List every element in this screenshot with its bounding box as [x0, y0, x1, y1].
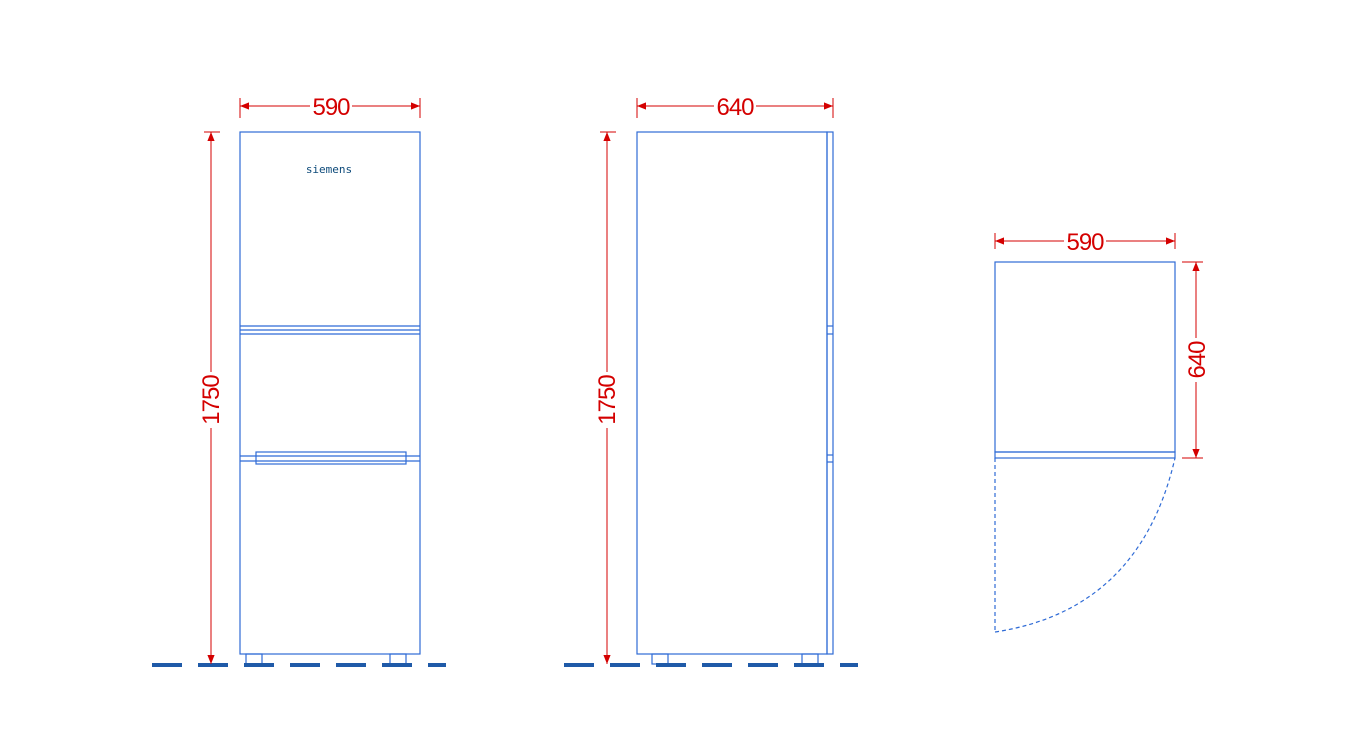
top-width-label: 590: [1066, 229, 1104, 256]
side-foot-right: [801, 653, 819, 665]
front-brand-logo: siemens: [306, 163, 352, 176]
side-width-dimension: 640: [636, 94, 834, 121]
front-height-label: 1750: [198, 375, 225, 425]
top-body: [994, 261, 1176, 453]
front-foot-left: [245, 653, 263, 665]
top-door: [994, 451, 1176, 459]
top-depth-label: 640: [1184, 341, 1211, 379]
front-view: siemens: [239, 131, 421, 665]
side-foot-left: [651, 653, 669, 665]
front-body: [239, 131, 421, 655]
side-width-label: 640: [716, 94, 754, 121]
side-door-profile: [826, 131, 834, 655]
front-foot-right: [389, 653, 407, 665]
top-door-swing-arc: [994, 457, 1176, 633]
top-view: [994, 261, 1176, 633]
front-width-label: 590: [312, 94, 350, 121]
side-view: [636, 131, 834, 665]
side-height-dimension: 1750: [594, 131, 621, 664]
front-height-dimension: 1750: [198, 131, 225, 664]
top-width-dimension: 590: [994, 229, 1176, 256]
side-height-label: 1750: [594, 375, 621, 425]
front-drawer-handle: [255, 451, 407, 465]
front-width-dimension: 590: [239, 94, 421, 121]
top-depth-dimension: 640: [1182, 261, 1211, 459]
side-body: [636, 131, 828, 655]
